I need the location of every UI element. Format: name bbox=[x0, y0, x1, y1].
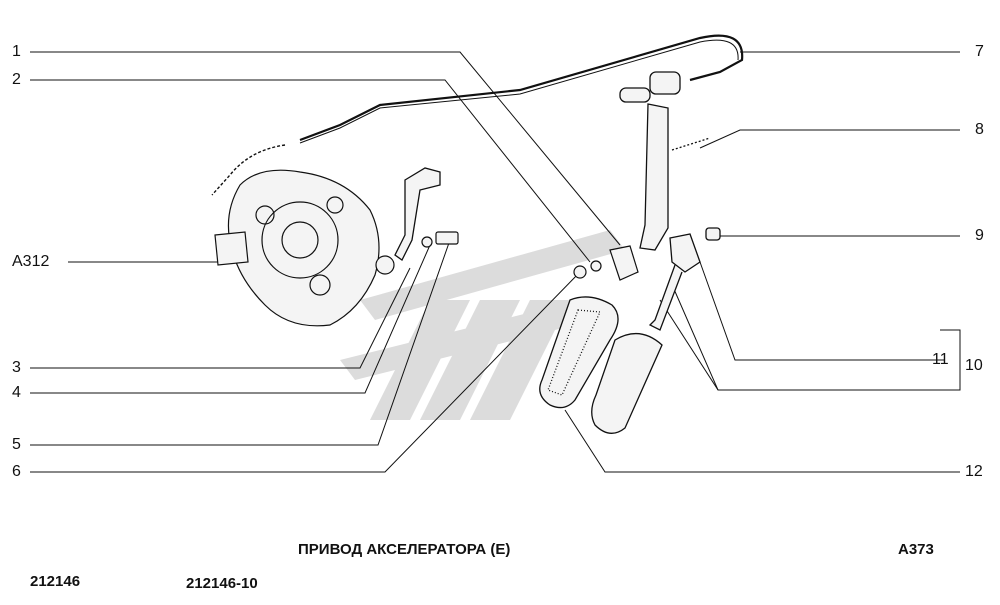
accelerator-cable bbox=[211, 34, 744, 196]
callout-3: 3 bbox=[12, 359, 21, 376]
callout-6: 6 bbox=[12, 463, 21, 480]
leader-lines bbox=[30, 51, 961, 473]
callout-1: 1 bbox=[12, 43, 21, 60]
carburetor bbox=[214, 169, 395, 327]
model-code-a: 212146 bbox=[30, 573, 81, 590]
callout-2: 2 bbox=[12, 71, 21, 88]
clamp-and-nut bbox=[573, 245, 639, 281]
callout-5: 5 bbox=[12, 436, 21, 453]
callout-11: 11 bbox=[932, 351, 949, 368]
pedal-lever bbox=[639, 103, 721, 331]
diagram-code: А373 bbox=[898, 541, 934, 558]
diagram-title: ПРИВОД АКСЕЛЕРАТОРА (Е) bbox=[298, 541, 511, 558]
callout-a312: А312 bbox=[12, 253, 50, 270]
callout-4: 4 bbox=[12, 384, 21, 401]
model-code-b: 212146-10 bbox=[186, 575, 258, 592]
callout-7: 7 bbox=[975, 43, 984, 60]
callout-12: 12 bbox=[965, 463, 983, 480]
washer-bolt bbox=[421, 231, 459, 248]
pedal-pads bbox=[539, 296, 663, 434]
group-bracket bbox=[940, 329, 961, 390]
callout-10: 10 bbox=[965, 357, 983, 374]
callout-9: 9 bbox=[975, 227, 984, 244]
carb-bracket bbox=[394, 167, 441, 261]
watermark-logo bbox=[340, 230, 625, 420]
callout-8: 8 bbox=[975, 121, 984, 138]
